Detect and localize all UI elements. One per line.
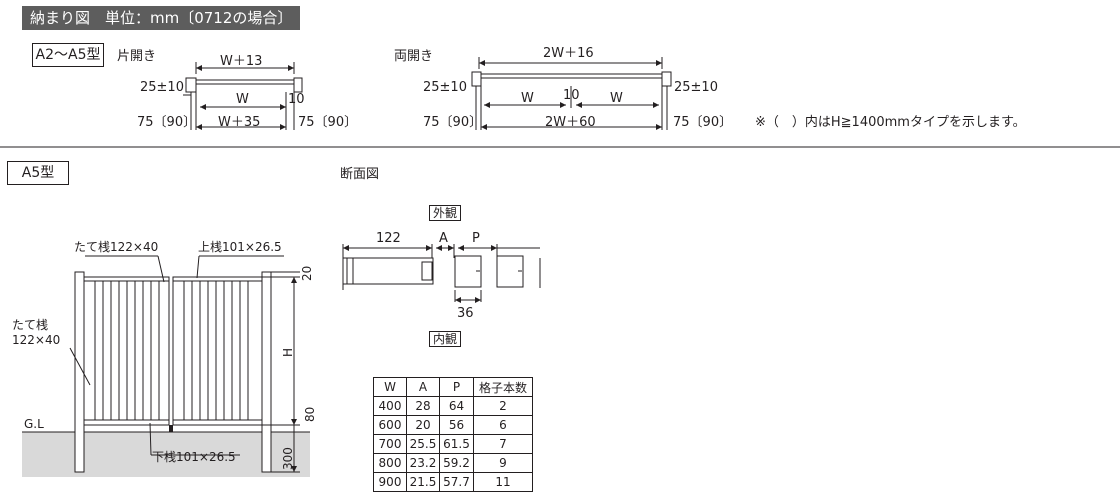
- dim-122: 122: [376, 231, 401, 246]
- type-label-a2-a5: A2〜A5型: [32, 43, 104, 67]
- spec-table-header-row: W A P 格子本数: [373, 377, 533, 397]
- label-ground-line: G.L: [24, 417, 44, 431]
- section-view: [342, 244, 541, 303]
- section-view-title: 断面図: [340, 167, 380, 182]
- double-dim-post-bottom-right: 75〔90〕: [673, 115, 733, 130]
- cell-a: 23.2: [406, 453, 440, 473]
- header-w: W: [373, 377, 407, 397]
- cell-w: 700: [373, 434, 407, 454]
- label-exterior: 外観: [429, 205, 462, 221]
- page-title: 納まり図 単位：mm〔0712の場合〕: [22, 6, 300, 30]
- double-dim-gap: 10: [563, 88, 580, 103]
- double-dim-w-right: W: [610, 91, 623, 106]
- cell-count: 2: [473, 396, 533, 416]
- double-dim-bottom: 2W＋60: [545, 115, 596, 130]
- header-a: A: [406, 377, 440, 397]
- label-stile-top: たて桟122×40: [74, 240, 159, 254]
- table-row: 800 23.2 59.2 9: [373, 453, 533, 473]
- single-swing-plan: [183, 62, 303, 130]
- cell-w: 800: [373, 453, 407, 473]
- single-dim-bottom: W＋35: [218, 115, 261, 130]
- table-row: 700 25.5 61.5 7: [373, 434, 533, 454]
- dim-a: A: [439, 231, 448, 246]
- cell-p: 56: [439, 415, 474, 435]
- double-dim-w-left: W: [521, 91, 534, 106]
- double-swing-plan: [471, 57, 672, 130]
- dim-36: 36: [457, 306, 474, 321]
- cell-count: 7: [473, 434, 533, 454]
- label-stile-left-line2: 122×40: [12, 333, 61, 347]
- spec-table: W A P 格子本数 400 28 64 2 600 20 56 6 700 2…: [373, 377, 533, 492]
- single-dim-post-top: 25±10: [140, 80, 184, 95]
- label-top-rail: 上桟101×26.5: [198, 240, 282, 254]
- single-dim-right-post: 75〔90〕: [298, 115, 358, 130]
- cell-p: 61.5: [439, 434, 474, 454]
- dim-p: P: [472, 231, 480, 246]
- cell-w: 600: [373, 415, 407, 435]
- single-dim-top: W＋13: [220, 54, 263, 69]
- dim-top-20: 20: [300, 265, 314, 281]
- cell-p: 57.7: [439, 472, 474, 492]
- dim-bottom-80: 80: [303, 406, 317, 422]
- double-dim-post-bottom-left: 75〔90〕: [423, 115, 483, 130]
- cell-count: 6: [473, 415, 533, 435]
- cell-w: 400: [373, 396, 407, 416]
- cell-w: 900: [373, 472, 407, 492]
- cell-a: 28: [406, 396, 440, 416]
- dim-h: H: [281, 347, 295, 357]
- cell-count: 9: [473, 453, 533, 473]
- header-p: P: [439, 377, 474, 397]
- double-dim-post-top-left: 25±10: [423, 80, 467, 95]
- table-row: 400 28 64 2: [373, 396, 533, 416]
- label-interior: 内観: [429, 331, 462, 347]
- dim-ground-300: 300: [281, 447, 295, 470]
- single-dim-post-bottom: 75〔90〕: [137, 115, 197, 130]
- cell-a: 25.5: [406, 434, 440, 454]
- table-row: 900 21.5 57.7 11: [373, 472, 533, 492]
- cell-a: 21.5: [406, 472, 440, 492]
- h1400-note: ※（ ）内はH≧1400mmタイプを示します。: [755, 115, 1026, 130]
- label-bottom-rail: 下桟101×26.5: [152, 450, 236, 464]
- cell-a: 20: [406, 415, 440, 435]
- single-dim-gap: 10: [288, 92, 305, 107]
- cell-p: 64: [439, 396, 474, 416]
- double-dim-top: 2W＋16: [543, 46, 594, 61]
- cell-p: 59.2: [439, 453, 474, 473]
- header-grid-count: 格子本数: [473, 377, 533, 397]
- table-row: 600 20 56 6: [373, 415, 533, 435]
- double-dim-post-top-right: 25±10: [674, 80, 718, 95]
- cell-count: 11: [473, 472, 533, 492]
- a5-elevation: [22, 255, 310, 477]
- label-stile-left-line1: たて桟: [12, 318, 49, 332]
- single-swing-title: 片開き: [117, 49, 157, 64]
- double-swing-title: 両開き: [394, 49, 434, 64]
- single-dim-w: W: [236, 92, 249, 107]
- type-label-a5: A5型: [7, 161, 69, 185]
